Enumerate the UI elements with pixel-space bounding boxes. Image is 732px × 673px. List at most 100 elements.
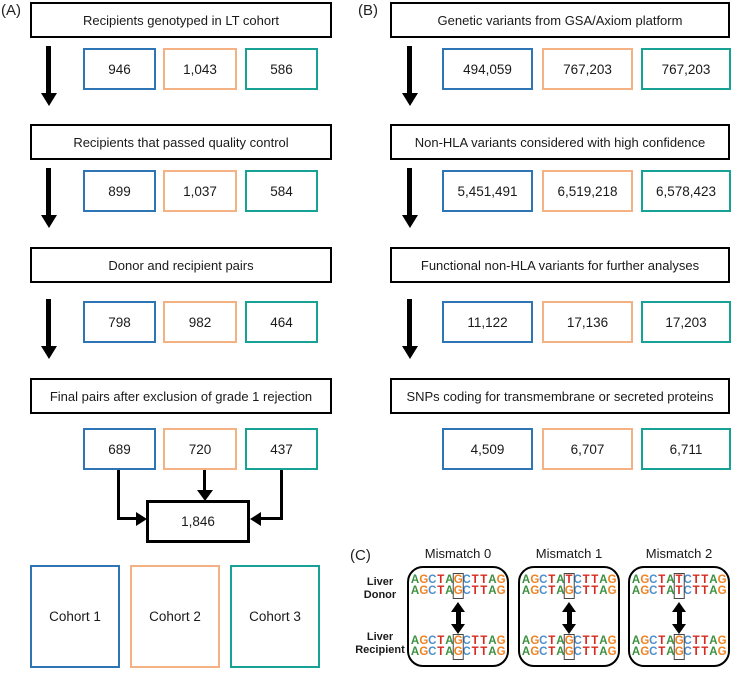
arrow-shaft	[407, 299, 412, 346]
count-box: 767,203	[542, 48, 633, 90]
arrow-head	[40, 215, 57, 228]
count-box: 689	[83, 428, 156, 470]
legend-label: Cohort 3	[249, 609, 301, 624]
down-arrow-icon	[401, 46, 418, 106]
mismatch-position-box	[452, 573, 464, 599]
arrow-head	[40, 93, 57, 106]
count-box: 17,203	[641, 301, 731, 343]
mismatch-position-box	[563, 634, 575, 660]
flow-b-step-title-text: Genetic variants from GSA/Axiom platform	[437, 12, 683, 28]
base-letter: G	[640, 574, 650, 586]
panel-b-label: (B)	[358, 2, 378, 19]
base-letter: A	[410, 635, 420, 647]
base-letter: A	[666, 635, 675, 647]
base-letter: G	[453, 646, 463, 658]
count-value: 494,059	[463, 61, 512, 77]
base-letter: T	[582, 585, 590, 597]
base-letter: G	[530, 635, 540, 647]
count-value: 982	[188, 314, 212, 330]
base-letter: G	[674, 635, 684, 647]
base-letter: C	[573, 635, 582, 647]
base-letter: T	[437, 585, 445, 597]
base-letter: G	[564, 646, 574, 658]
legend-cohort-3: Cohort 3	[230, 565, 320, 668]
base-letter: A	[488, 646, 497, 658]
down-arrow-icon	[401, 299, 418, 359]
base-letter: G	[674, 646, 684, 658]
mismatch-0-title: Mismatch 0	[424, 546, 492, 561]
merge-total-box: 1,846	[146, 500, 250, 543]
legend-label: Cohort 2	[149, 609, 201, 624]
base-letter: G	[717, 585, 727, 597]
count-value: 4,509	[470, 441, 505, 457]
count-value: 798	[108, 314, 131, 330]
merge-total-value: 1,846	[181, 514, 215, 529]
arrow-shaft	[455, 612, 461, 624]
base-letter: T	[582, 646, 590, 658]
base-letter: G	[640, 585, 650, 597]
liver-donor-label: Liver Donor	[363, 576, 397, 601]
base-letter: G	[419, 574, 429, 586]
legend-label: Cohort 1	[49, 609, 101, 624]
base-letter: G	[607, 635, 617, 647]
base-letter: T	[582, 574, 590, 586]
arrow-head	[562, 624, 576, 634]
count-box: 494,059	[442, 48, 533, 90]
base-letter: T	[437, 574, 445, 586]
arrow-head	[40, 346, 57, 359]
base-letter: T	[692, 635, 700, 647]
count-box: 437	[245, 428, 318, 470]
base-letter: A	[666, 574, 675, 586]
base-letter: A	[410, 646, 420, 658]
base-letter: G	[607, 574, 617, 586]
base-letter: A	[445, 574, 454, 586]
base-letter: A	[556, 574, 565, 586]
count-value: 899	[108, 183, 131, 199]
base-letter: C	[649, 585, 658, 597]
base-letter: G	[419, 646, 429, 658]
base-letter: C	[683, 646, 692, 658]
count-value: 6,519,218	[557, 183, 618, 199]
base-letter: G	[453, 574, 463, 586]
base-letter: A	[488, 574, 497, 586]
down-arrow-icon	[40, 299, 57, 359]
base-letter: G	[453, 585, 463, 597]
donor-recipient-arrow-icon	[562, 602, 576, 634]
base-letter: T	[701, 646, 709, 658]
donor-recipient-arrow-icon	[451, 602, 465, 634]
base-letter: C	[428, 574, 437, 586]
base-letter: A	[445, 585, 454, 597]
arrow-head-down	[196, 490, 213, 501]
base-letter: C	[683, 574, 692, 586]
base-letter: C	[539, 585, 548, 597]
count-box: 6,711	[641, 428, 731, 470]
connector-line	[261, 517, 283, 520]
flow-b-step-title: Functional non-HLA variants for further …	[390, 247, 730, 283]
arrow-shaft	[46, 46, 51, 93]
arrow-head	[672, 624, 686, 634]
base-letter: T	[591, 646, 599, 658]
base-letter: G	[607, 585, 617, 597]
base-letter: T	[565, 574, 573, 586]
base-letter: G	[530, 585, 540, 597]
count-value: 584	[270, 183, 293, 199]
base-letter: T	[591, 585, 599, 597]
mismatch-position-box	[563, 573, 575, 599]
base-letter: A	[410, 585, 420, 597]
base-letter: C	[462, 574, 471, 586]
base-letter: G	[640, 646, 650, 658]
base-letter: T	[582, 635, 590, 647]
base-letter: A	[631, 635, 641, 647]
base-letter: T	[692, 585, 700, 597]
flow-a-step-title: Donor and recipient pairs	[30, 247, 332, 283]
base-letter: A	[488, 585, 497, 597]
base-letter: T	[692, 646, 700, 658]
